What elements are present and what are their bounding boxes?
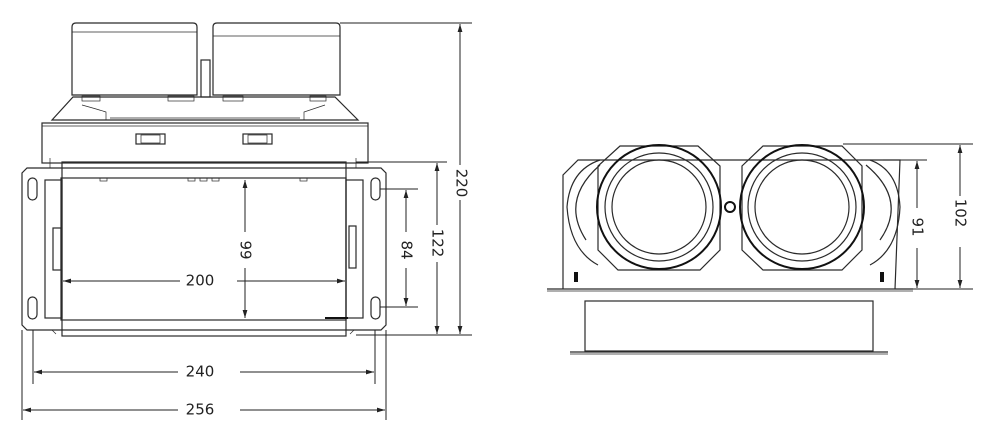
dim-inner-height: 99 bbox=[237, 240, 255, 259]
enclosure bbox=[547, 159, 913, 292]
front-view: 220 122 84 99 200 240 256 bbox=[21, 22, 472, 420]
dim-inner-width: 200 bbox=[186, 272, 215, 290]
clip bbox=[52, 227, 62, 271]
duct-outlet-left bbox=[596, 144, 722, 271]
main-body bbox=[41, 122, 369, 164]
dim-overall-width: 256 bbox=[186, 401, 215, 419]
duct-outlet-right bbox=[739, 144, 865, 271]
mounting-slot bbox=[370, 296, 381, 320]
slot bbox=[135, 133, 166, 145]
mounting-flange bbox=[21, 158, 387, 337]
mounting-slot bbox=[27, 177, 38, 201]
transition-housing bbox=[50, 96, 360, 121]
clip bbox=[348, 225, 357, 269]
dim-side-overall-height: 102 bbox=[952, 199, 970, 228]
top-boxes bbox=[71, 22, 341, 102]
center-knob bbox=[724, 201, 736, 213]
dim-flange-height: 122 bbox=[429, 229, 447, 258]
dim-slot-spacing-horizontal: 240 bbox=[186, 363, 215, 381]
dim-side-body-height: 91 bbox=[909, 217, 927, 236]
mounting-slot bbox=[27, 296, 38, 320]
dim-overall-height: 220 bbox=[453, 169, 471, 198]
slot bbox=[242, 133, 273, 145]
dim-slot-spacing-vertical: 84 bbox=[398, 240, 416, 259]
lower-tray bbox=[570, 300, 888, 355]
side-view: 102 91 bbox=[547, 143, 973, 355]
dimension-lines bbox=[21, 22, 472, 420]
mounting-slot bbox=[370, 177, 381, 201]
side-dimension-lines bbox=[843, 143, 973, 290]
